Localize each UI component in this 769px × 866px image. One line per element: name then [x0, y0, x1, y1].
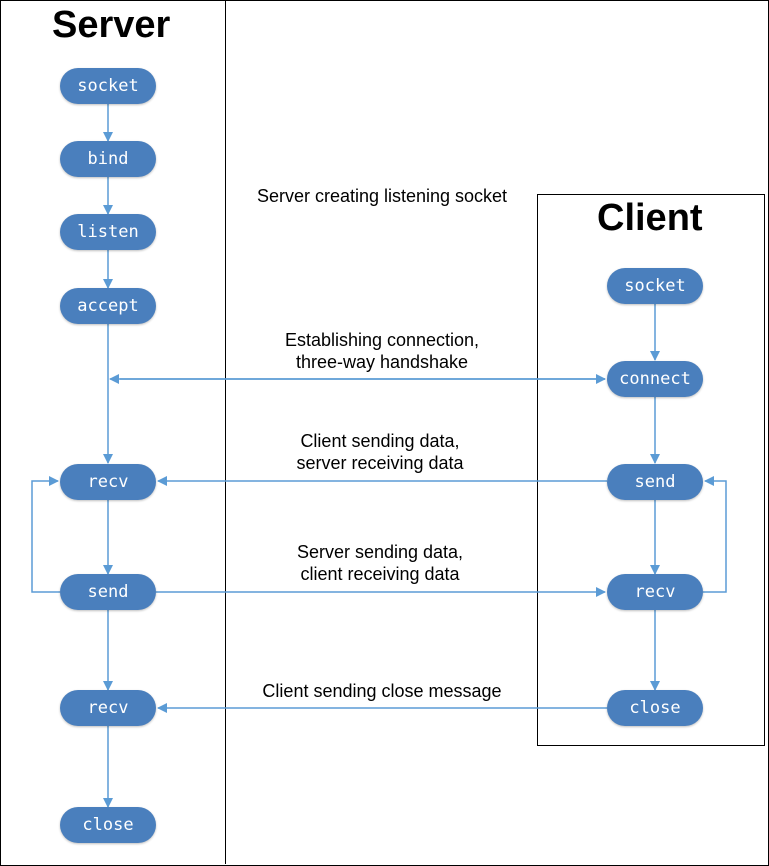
server-title: Server: [52, 4, 171, 46]
server-send-node: send: [60, 574, 156, 610]
listening-socket-label: Server creating listening socket: [257, 185, 507, 207]
label-line: Establishing connection,: [284, 330, 480, 350]
server-recv-node: recv: [60, 464, 156, 500]
server-listen-node: listen: [60, 214, 156, 250]
server-bind-node: bind: [60, 141, 156, 177]
handshake-label: Establishing connection, three-way hands…: [285, 329, 479, 373]
client-recv-node: recv: [607, 574, 703, 610]
server-close-node: close: [60, 807, 156, 843]
server-loop-arrow: [31, 476, 60, 593]
server-recv-close-node: recv: [60, 690, 156, 726]
server-lane: [0, 0, 226, 864]
client-send-label: Client sending data, server receiving da…: [296, 430, 463, 474]
label-line: client receiving data: [300, 564, 460, 584]
client-lane: [537, 194, 765, 746]
server-accept-node: accept: [60, 288, 156, 324]
close-message-label: Client sending close message: [262, 680, 501, 702]
label-line: Server creating listening socket: [256, 186, 508, 206]
label-line: Server sending data,: [296, 542, 464, 562]
client-loop-arrow: [703, 476, 727, 593]
client-connect-node: connect: [607, 361, 703, 397]
label-line: three-way handshake: [295, 352, 469, 372]
label-line: Client sending data,: [300, 431, 460, 451]
label-line: server receiving data: [296, 453, 464, 473]
client-close-node: close: [607, 690, 703, 726]
client-socket-node: socket: [607, 268, 703, 304]
server-socket-node: socket: [60, 68, 156, 104]
client-title: Client: [597, 197, 703, 239]
server-send-label: Server sending data, client receiving da…: [297, 541, 463, 585]
client-send-node: send: [607, 464, 703, 500]
label-line: Client sending close message: [262, 681, 502, 701]
